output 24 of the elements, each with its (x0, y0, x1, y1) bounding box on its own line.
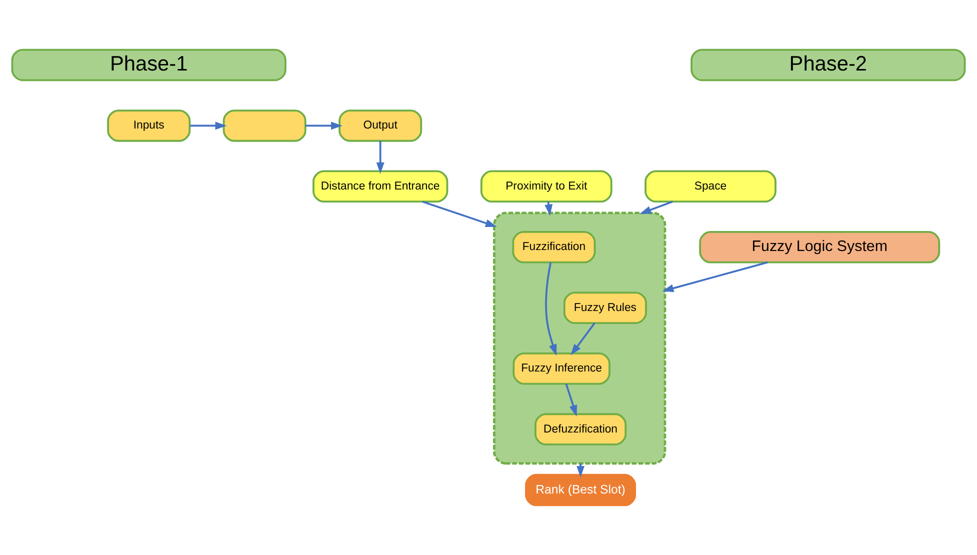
arrow (640, 200, 673, 214)
node-box: Distance from Entrance (312, 170, 448, 203)
arrow (565, 383, 578, 417)
arrow (376, 140, 384, 174)
node-box: Defuzzification (534, 413, 627, 446)
node-box: Fuzzy Logic System (699, 231, 940, 264)
node-box: Fuzzy Inference (512, 352, 610, 385)
node-box: Rank (Best Slot) (525, 474, 636, 506)
node-box: Inputs (107, 110, 191, 142)
arrow (422, 200, 497, 227)
arrow (306, 122, 342, 130)
node-box: Phase-1 (11, 48, 286, 82)
node-box: Space (644, 170, 776, 203)
arrow (662, 261, 768, 292)
cluster (493, 212, 666, 465)
node-box: Proximity to Exit (480, 170, 612, 203)
node-box: Output (338, 110, 422, 142)
arrow (190, 122, 227, 130)
node-box (222, 110, 306, 142)
arrow (545, 262, 557, 356)
node-box: Fuzzy Rules (563, 292, 647, 324)
node-box: Phase-2 (690, 48, 966, 82)
arrow (570, 322, 596, 356)
node-box: Fuzzification (512, 231, 596, 264)
